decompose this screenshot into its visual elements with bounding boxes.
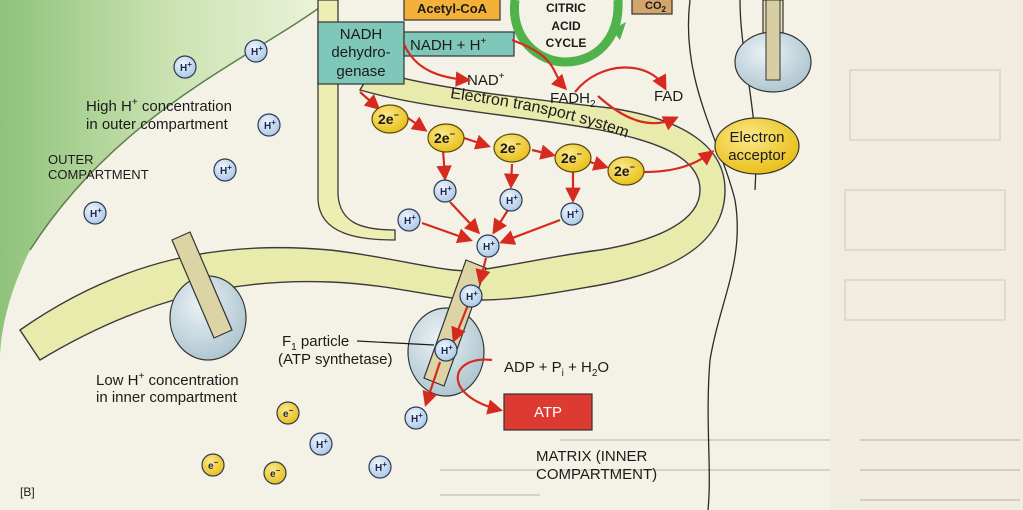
svg-text:2e−: 2e−: [434, 129, 455, 146]
fadh2-label: FADH2: [550, 90, 596, 110]
h-ion: H+: [83, 201, 107, 225]
nadh-dehydrogenase-line2: dehydro-: [331, 44, 390, 61]
nadh-h-label: NADH + H+: [410, 36, 486, 54]
cycle-label-3: CYCLE: [546, 36, 587, 50]
atp-synthase-left: [169, 231, 247, 361]
h-ion: H+: [397, 208, 421, 232]
acetyl-coa-box: [403, 0, 501, 21]
electron: e−: [201, 453, 225, 477]
matrix-line2: COMPARTMENT): [536, 466, 657, 483]
co2-box: [631, 0, 673, 15]
acetyl-coa-label: Acetyl-CoA: [417, 1, 488, 16]
outer-membrane-edge: [29, 0, 331, 251]
fad-label: FAD: [654, 88, 683, 105]
svg-text:e−: e−: [208, 458, 219, 472]
svg-text:H+: H+: [506, 193, 518, 207]
h-ion: H+: [459, 284, 483, 308]
panel-tag: [B]: [20, 485, 35, 499]
h-ion: H+: [499, 188, 523, 212]
low-h-line2: in inner compartment: [96, 389, 238, 406]
citric-acid-cycle: CITRIC ACID CYCLE: [509, 0, 626, 67]
svg-text:H+: H+: [411, 411, 423, 425]
h-ion: H+: [433, 179, 457, 203]
h-ion: H+: [173, 55, 197, 79]
electron-pairs: 2e− 2e− 2e− 2e− 2e−: [371, 104, 645, 186]
svg-text:2e−: 2e−: [378, 110, 399, 127]
adp-label: ADP + Pi + H2O: [504, 359, 609, 379]
outer-membrane-band: [0, 0, 330, 360]
h-ion: H+: [476, 234, 500, 258]
h-ion: H+: [404, 406, 428, 430]
svg-text:H+: H+: [375, 460, 387, 474]
svg-text:H+: H+: [90, 206, 102, 220]
high-h-line1: High H+ concentration: [86, 97, 232, 115]
arrows-layer: [359, 38, 715, 415]
matrix-line1: MATRIX (INNER: [536, 448, 648, 465]
svg-text:e−: e−: [283, 406, 294, 420]
atp-label: ATP: [534, 404, 562, 421]
nadh-dehydrogenase-line3: genase: [336, 63, 385, 80]
electron-acceptor-line2: acceptor: [728, 147, 786, 164]
single-electrons: e− e− e−: [201, 401, 300, 485]
atp-synthase-top-right: [734, 0, 812, 93]
svg-text:H+: H+: [466, 289, 478, 303]
svg-text:H+: H+: [483, 239, 495, 253]
cycle-label-2: ACID: [551, 19, 581, 33]
nadh-dehydrogenase-line1: NADH: [340, 26, 383, 43]
svg-text:2e−: 2e−: [614, 162, 635, 179]
svg-text:H+: H+: [220, 163, 232, 177]
low-h-line1: Low H+ concentration: [96, 371, 239, 389]
nadh-dehydrogenase-box: [317, 21, 405, 85]
electron-pair: 2e−: [427, 123, 465, 153]
electron-pair: 2e−: [493, 133, 531, 163]
svg-text:H+: H+: [251, 44, 263, 58]
h-ion: H+: [434, 338, 458, 362]
cycle-label-1: CITRIC: [546, 1, 586, 15]
svg-text:2e−: 2e−: [561, 149, 582, 166]
electron-acceptor-line1: Electron: [729, 129, 784, 146]
outer-compartment-line2: COMPARTMENT: [48, 167, 149, 182]
f1-pointer-line: [356, 340, 435, 346]
svg-text:2e−: 2e−: [500, 139, 521, 156]
electron: e−: [263, 461, 287, 485]
svg-text:H+: H+: [264, 118, 276, 132]
h-ion: H+: [244, 39, 268, 63]
svg-text:H+: H+: [441, 343, 453, 357]
svg-text:H+: H+: [440, 184, 452, 198]
outer-compartment-line1: OUTER: [48, 152, 94, 167]
right-page-background: [830, 0, 1023, 510]
matrix-boundary: [687, 0, 738, 510]
f1-particle-line1: F1 particle: [282, 333, 349, 353]
electron: e−: [276, 401, 300, 425]
svg-text:H+: H+: [316, 437, 328, 451]
co2-label: CO2: [645, 0, 667, 14]
svg-text:H+: H+: [404, 213, 416, 227]
h-ion: H+: [368, 455, 392, 479]
f1-particle-line2: (ATP synthetase): [278, 351, 393, 368]
h-ion: H+: [309, 432, 333, 456]
electron-pair: 2e−: [607, 156, 645, 186]
h-ion: H+: [560, 202, 584, 226]
nadh-h-box: [403, 31, 515, 57]
faded-page-text: [440, 69, 1020, 501]
h-ion: H+: [213, 158, 237, 182]
svg-text:H+: H+: [180, 60, 192, 74]
svg-text:H+: H+: [567, 207, 579, 221]
h-ion: H+: [257, 113, 281, 137]
electron-acceptor: [714, 117, 800, 175]
nad-label: NAD+: [467, 71, 505, 89]
electron-pair: 2e−: [554, 143, 592, 173]
atp-box: [503, 393, 593, 431]
h-ions: H+ H+ H+ H+ H+ H+ H+ H+ H+ H+ H+ H+ H+ H+ H+: [83, 39, 584, 479]
svg-text:e−: e−: [270, 466, 281, 480]
high-h-line2: in outer compartment: [86, 116, 229, 133]
electron-pair: 2e−: [371, 104, 409, 134]
